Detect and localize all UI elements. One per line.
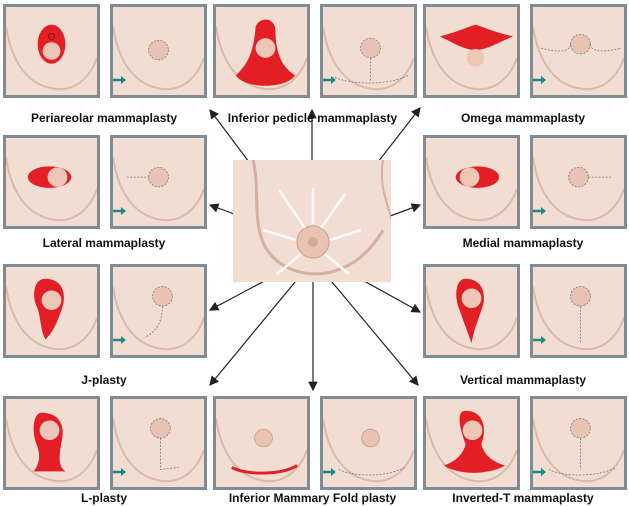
inferior-pedicle-preop-image	[213, 4, 310, 98]
medial-label: Medial mammaplasty	[462, 236, 584, 250]
periareolar-postop-image	[110, 4, 207, 98]
inferior-fold-postop-image	[320, 396, 417, 490]
omega-postop-image	[530, 4, 627, 98]
omega-label: Omega mammaplasty	[460, 111, 586, 125]
inferior-pedicle-label: Inferior pedicle mammaplasty	[227, 111, 398, 125]
inferior-fold-result-arrow-icon	[323, 464, 337, 476]
periareolar-preop-image	[3, 4, 100, 98]
l-plasty-preop-image	[3, 396, 100, 490]
inferior-fold-label: Inferior Mammary Fold plasty	[228, 491, 397, 505]
j-plasty-label: J-plasty	[81, 373, 127, 387]
vertical-label: Vertical mammaplasty	[459, 373, 587, 387]
omega-result-arrow-icon	[533, 72, 547, 84]
vertical-result-arrow-icon	[533, 332, 547, 344]
j-plasty-result-arrow-icon	[113, 332, 127, 344]
arrow-to-l-plasty	[209, 269, 306, 386]
j-plasty-preop-image	[3, 264, 100, 358]
arrow-to-inverted-t	[321, 269, 419, 386]
inferior-pedicle-result-arrow-icon	[323, 72, 337, 84]
l-plasty-postop-image	[110, 396, 207, 490]
l-plasty-label: L-plasty	[80, 491, 127, 505]
medial-postop-image	[530, 135, 627, 229]
medial-preop-image	[423, 135, 520, 229]
inverted-t-preop-image	[423, 396, 520, 490]
inferior-fold-preop-image	[213, 396, 310, 490]
inferior-pedicle-postop-image	[320, 4, 417, 98]
periareolar-result-arrow-icon	[113, 72, 127, 84]
lateral-preop-image	[3, 135, 100, 229]
j-plasty-postop-image	[110, 264, 207, 358]
l-plasty-result-arrow-icon	[113, 464, 127, 476]
lateral-postop-image	[110, 135, 207, 229]
lateral-result-arrow-icon	[113, 203, 127, 215]
omega-preop-image	[423, 4, 520, 98]
center-breast-illustration	[233, 160, 391, 282]
vertical-preop-image	[423, 264, 520, 358]
inverted-t-postop-image	[530, 396, 627, 490]
lateral-label: Lateral mammaplasty	[42, 236, 166, 250]
vertical-postop-image	[530, 264, 627, 358]
periareolar-label: Periareolar mammaplasty	[30, 111, 178, 125]
inverted-t-result-arrow-icon	[533, 464, 547, 476]
medial-result-arrow-icon	[533, 203, 547, 215]
inverted-t-label: Inverted-T mammaplasty	[452, 491, 594, 505]
